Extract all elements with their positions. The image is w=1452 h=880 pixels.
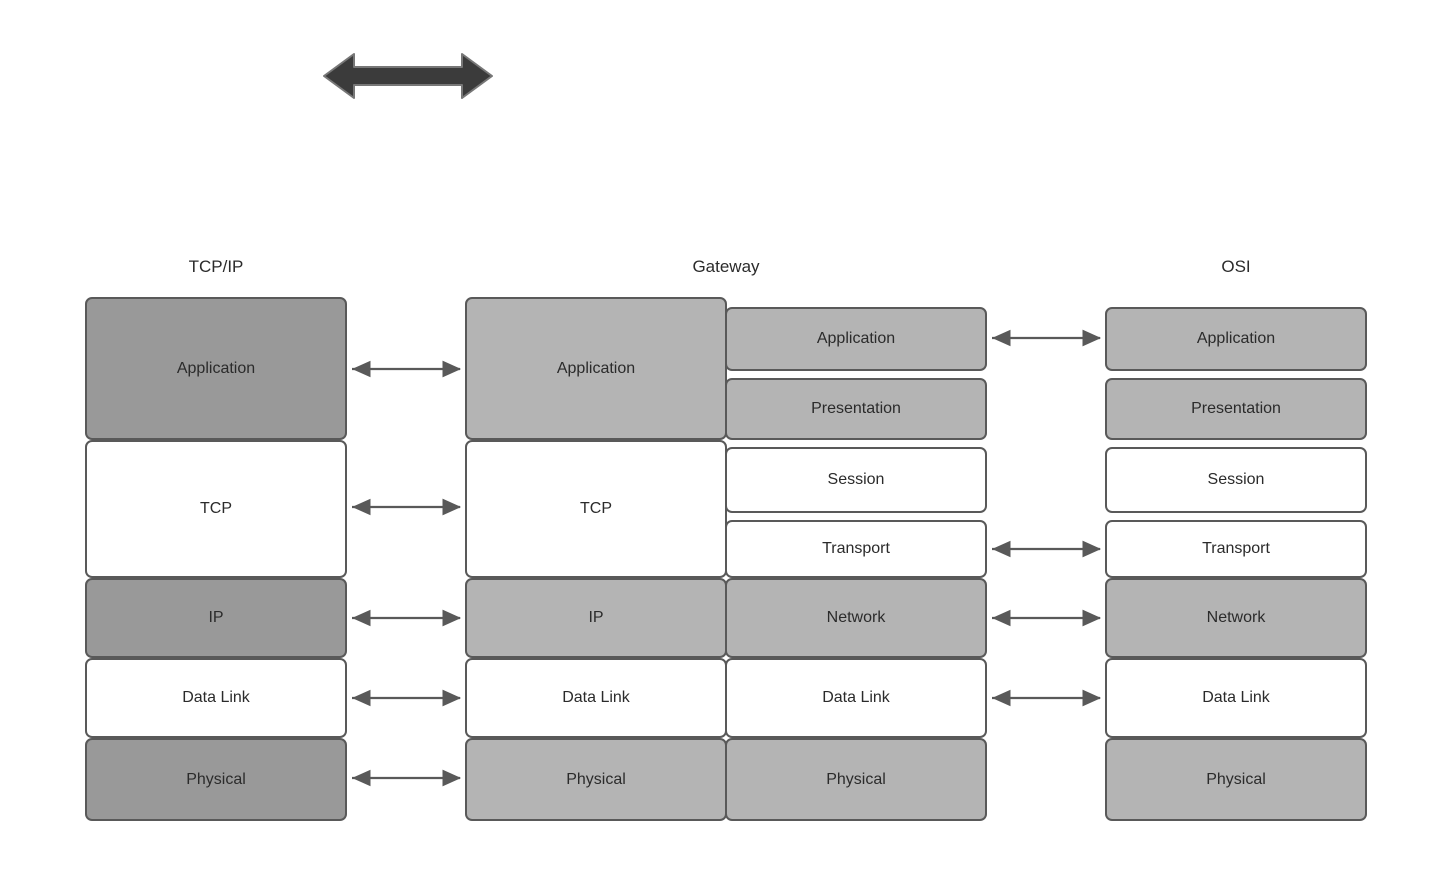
osi-layer-data-link[interactable]: Data Link xyxy=(1105,658,1367,738)
double-headed-arrow-icon xyxy=(323,53,493,99)
gateway-left-layer-physical[interactable]: Physical xyxy=(465,738,727,821)
gateway-right-layer-data-link[interactable]: Data Link xyxy=(725,658,987,738)
gateway-right-layer-application[interactable]: Application xyxy=(725,307,987,371)
osi-layer-transport[interactable]: Transport xyxy=(1105,520,1367,578)
osi-layer-session[interactable]: Session xyxy=(1105,447,1367,513)
osi-layer-physical[interactable]: Physical xyxy=(1105,738,1367,821)
gateway-left-layer-application[interactable]: Application xyxy=(465,297,727,440)
column-title-osi: OSI xyxy=(1221,257,1251,276)
gateway-right-layer-transport[interactable]: Transport xyxy=(725,520,987,578)
gateway-left-layer-data-link[interactable]: Data Link xyxy=(465,658,727,738)
tcpip-layer-application[interactable]: Application xyxy=(85,297,347,440)
gateway-left-layer-tcp[interactable]: TCP xyxy=(465,440,727,578)
gateway-left-layer-ip[interactable]: IP xyxy=(465,578,727,658)
gateway-right-layer-presentation[interactable]: Presentation xyxy=(725,378,987,440)
gateway-right-layer-session[interactable]: Session xyxy=(725,447,987,513)
osi-layer-application[interactable]: Application xyxy=(1105,307,1367,371)
column-title-tcpip: TCP/IP xyxy=(188,257,244,276)
osi-layer-network[interactable]: Network xyxy=(1105,578,1367,658)
tcpip-layer-data-link[interactable]: Data Link xyxy=(85,658,347,738)
gateway-right-layer-network[interactable]: Network xyxy=(725,578,987,658)
osi-layer-presentation[interactable]: Presentation xyxy=(1105,378,1367,440)
gateway-right-layer-physical[interactable]: Physical xyxy=(725,738,987,821)
column-title-gateway: Gateway xyxy=(692,257,760,276)
tcpip-layer-ip[interactable]: IP xyxy=(85,578,347,658)
tcpip-layer-physical[interactable]: Physical xyxy=(85,738,347,821)
tcpip-layer-tcp[interactable]: TCP xyxy=(85,440,347,578)
